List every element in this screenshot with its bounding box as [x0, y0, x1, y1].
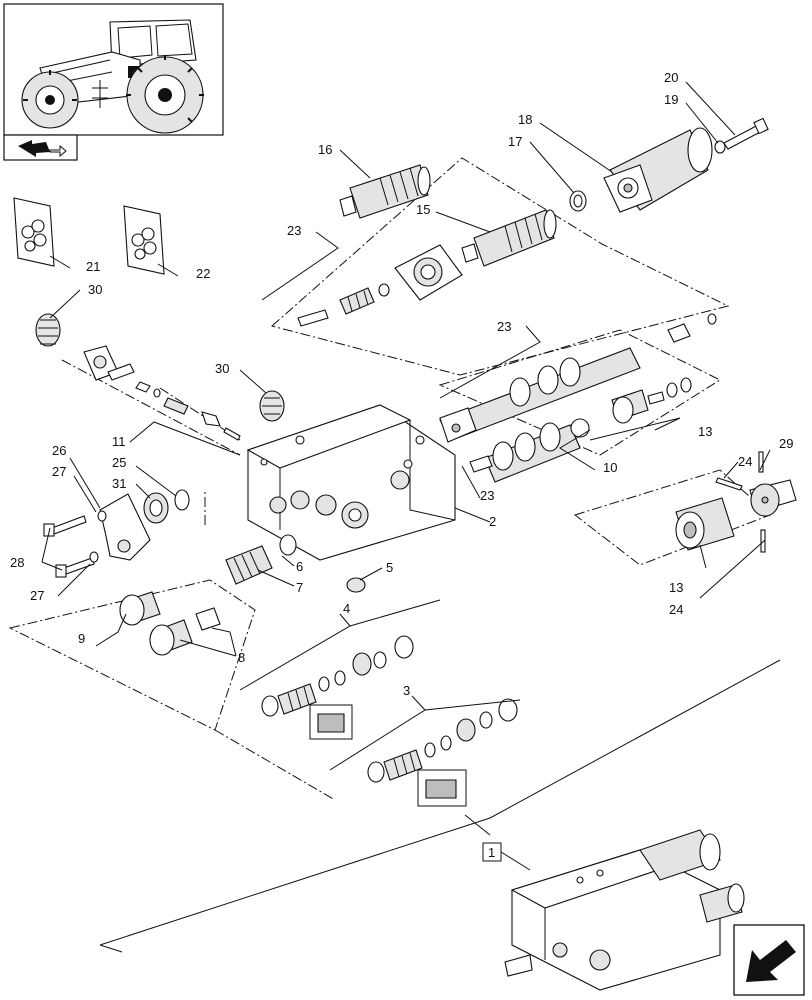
- part-poppet-top: [667, 313, 717, 343]
- callout-27-upper: 27: [52, 464, 66, 479]
- callout-18: 18: [518, 112, 532, 127]
- tractor-icon: [21, 19, 204, 134]
- leader-lines: [41, 81, 771, 771]
- callout-23-lower: 23: [480, 488, 494, 503]
- part-31-plug: [143, 492, 169, 524]
- callout-4: 4: [343, 601, 350, 616]
- callout-5: 5: [386, 560, 393, 575]
- callout-22: 22: [196, 266, 210, 281]
- callout-28: 28: [10, 555, 24, 570]
- callout-8: 8: [238, 650, 245, 665]
- callout-1-box: 1: [482, 842, 531, 871]
- part-24-pin: [715, 477, 766, 553]
- callout-23-middle: 23: [497, 319, 511, 334]
- callout-16: 16: [318, 142, 332, 157]
- callout-31: 31: [112, 476, 126, 491]
- callout-11: 11: [112, 434, 126, 449]
- part-8-plug: [149, 607, 221, 656]
- next-page-arrow-icon: [733, 924, 805, 996]
- callout-1: 1: [488, 845, 495, 860]
- part-23-spool: [439, 347, 641, 443]
- part-15-spring-plunger: [461, 209, 557, 267]
- part-6-o-ring: [279, 534, 297, 556]
- part-30-cap-left: [35, 313, 61, 347]
- callout-13-upper: 13: [698, 424, 712, 439]
- part-17-o-ring: [569, 190, 587, 212]
- part-flange: [394, 244, 463, 301]
- part-28-bolts: [43, 515, 99, 578]
- part-25-o-ring: [174, 489, 190, 511]
- part-spool-lower: [469, 422, 581, 483]
- callout-7: 7: [296, 580, 303, 595]
- callout-19: 19: [664, 92, 678, 107]
- callout-17: 17: [508, 134, 522, 149]
- part-lever-bracket: [83, 345, 241, 441]
- callout-3: 3: [403, 683, 410, 698]
- part-5-cap: [346, 577, 366, 593]
- part-30-cap-center: [259, 390, 285, 422]
- callout-10: 10: [603, 460, 617, 475]
- part-21-seal-kit: [13, 197, 55, 267]
- part-9-plug: [119, 591, 161, 626]
- callout-29: 29: [779, 436, 793, 451]
- part-26-bracket: [97, 493, 151, 561]
- part-29-cap: [749, 451, 797, 517]
- callout-27-lower: 27: [30, 588, 44, 603]
- callout-9: 9: [78, 631, 85, 646]
- callout-2: 2: [489, 514, 496, 529]
- callout-23-top: 23: [287, 223, 301, 238]
- part-13-plug-upper: [611, 377, 692, 424]
- assembly-outline: [99, 659, 781, 953]
- callout-13-lower: 13: [669, 580, 683, 595]
- callout-6: 6: [296, 559, 303, 574]
- part-18-solenoid: [603, 127, 713, 213]
- part-22-seal-kit: [123, 205, 165, 275]
- back-arrow-icon: [18, 140, 67, 158]
- part-3-relief-valve-kit: [367, 698, 518, 807]
- callout-30-center: 30: [215, 361, 229, 376]
- part-spring-small: [297, 283, 390, 327]
- part-1-valve-assembly: [504, 829, 745, 991]
- callout-30-left: 30: [88, 282, 102, 297]
- callout-24-upper: 24: [738, 454, 752, 469]
- callout-26: 26: [52, 443, 66, 458]
- callout-20: 20: [664, 70, 678, 85]
- part-10-ball: [570, 418, 590, 438]
- callout-24-lower: 24: [669, 602, 683, 617]
- part-4-relief-valve-kit: [261, 635, 414, 740]
- part-20-bolt: [723, 117, 769, 150]
- part-19-washer: [714, 140, 726, 154]
- callout-21: 21: [86, 259, 100, 274]
- callout-labels: 20 19 18 17 16 15 23 23 23 21 22 30 30 1…: [10, 70, 793, 698]
- part-7-spring: [225, 545, 273, 585]
- callout-15: 15: [416, 202, 430, 217]
- callout-25: 25: [112, 455, 126, 470]
- part-13-plug-lower: [675, 497, 735, 551]
- part-16-spring-plunger: [339, 164, 431, 219]
- valve-body: [246, 404, 456, 561]
